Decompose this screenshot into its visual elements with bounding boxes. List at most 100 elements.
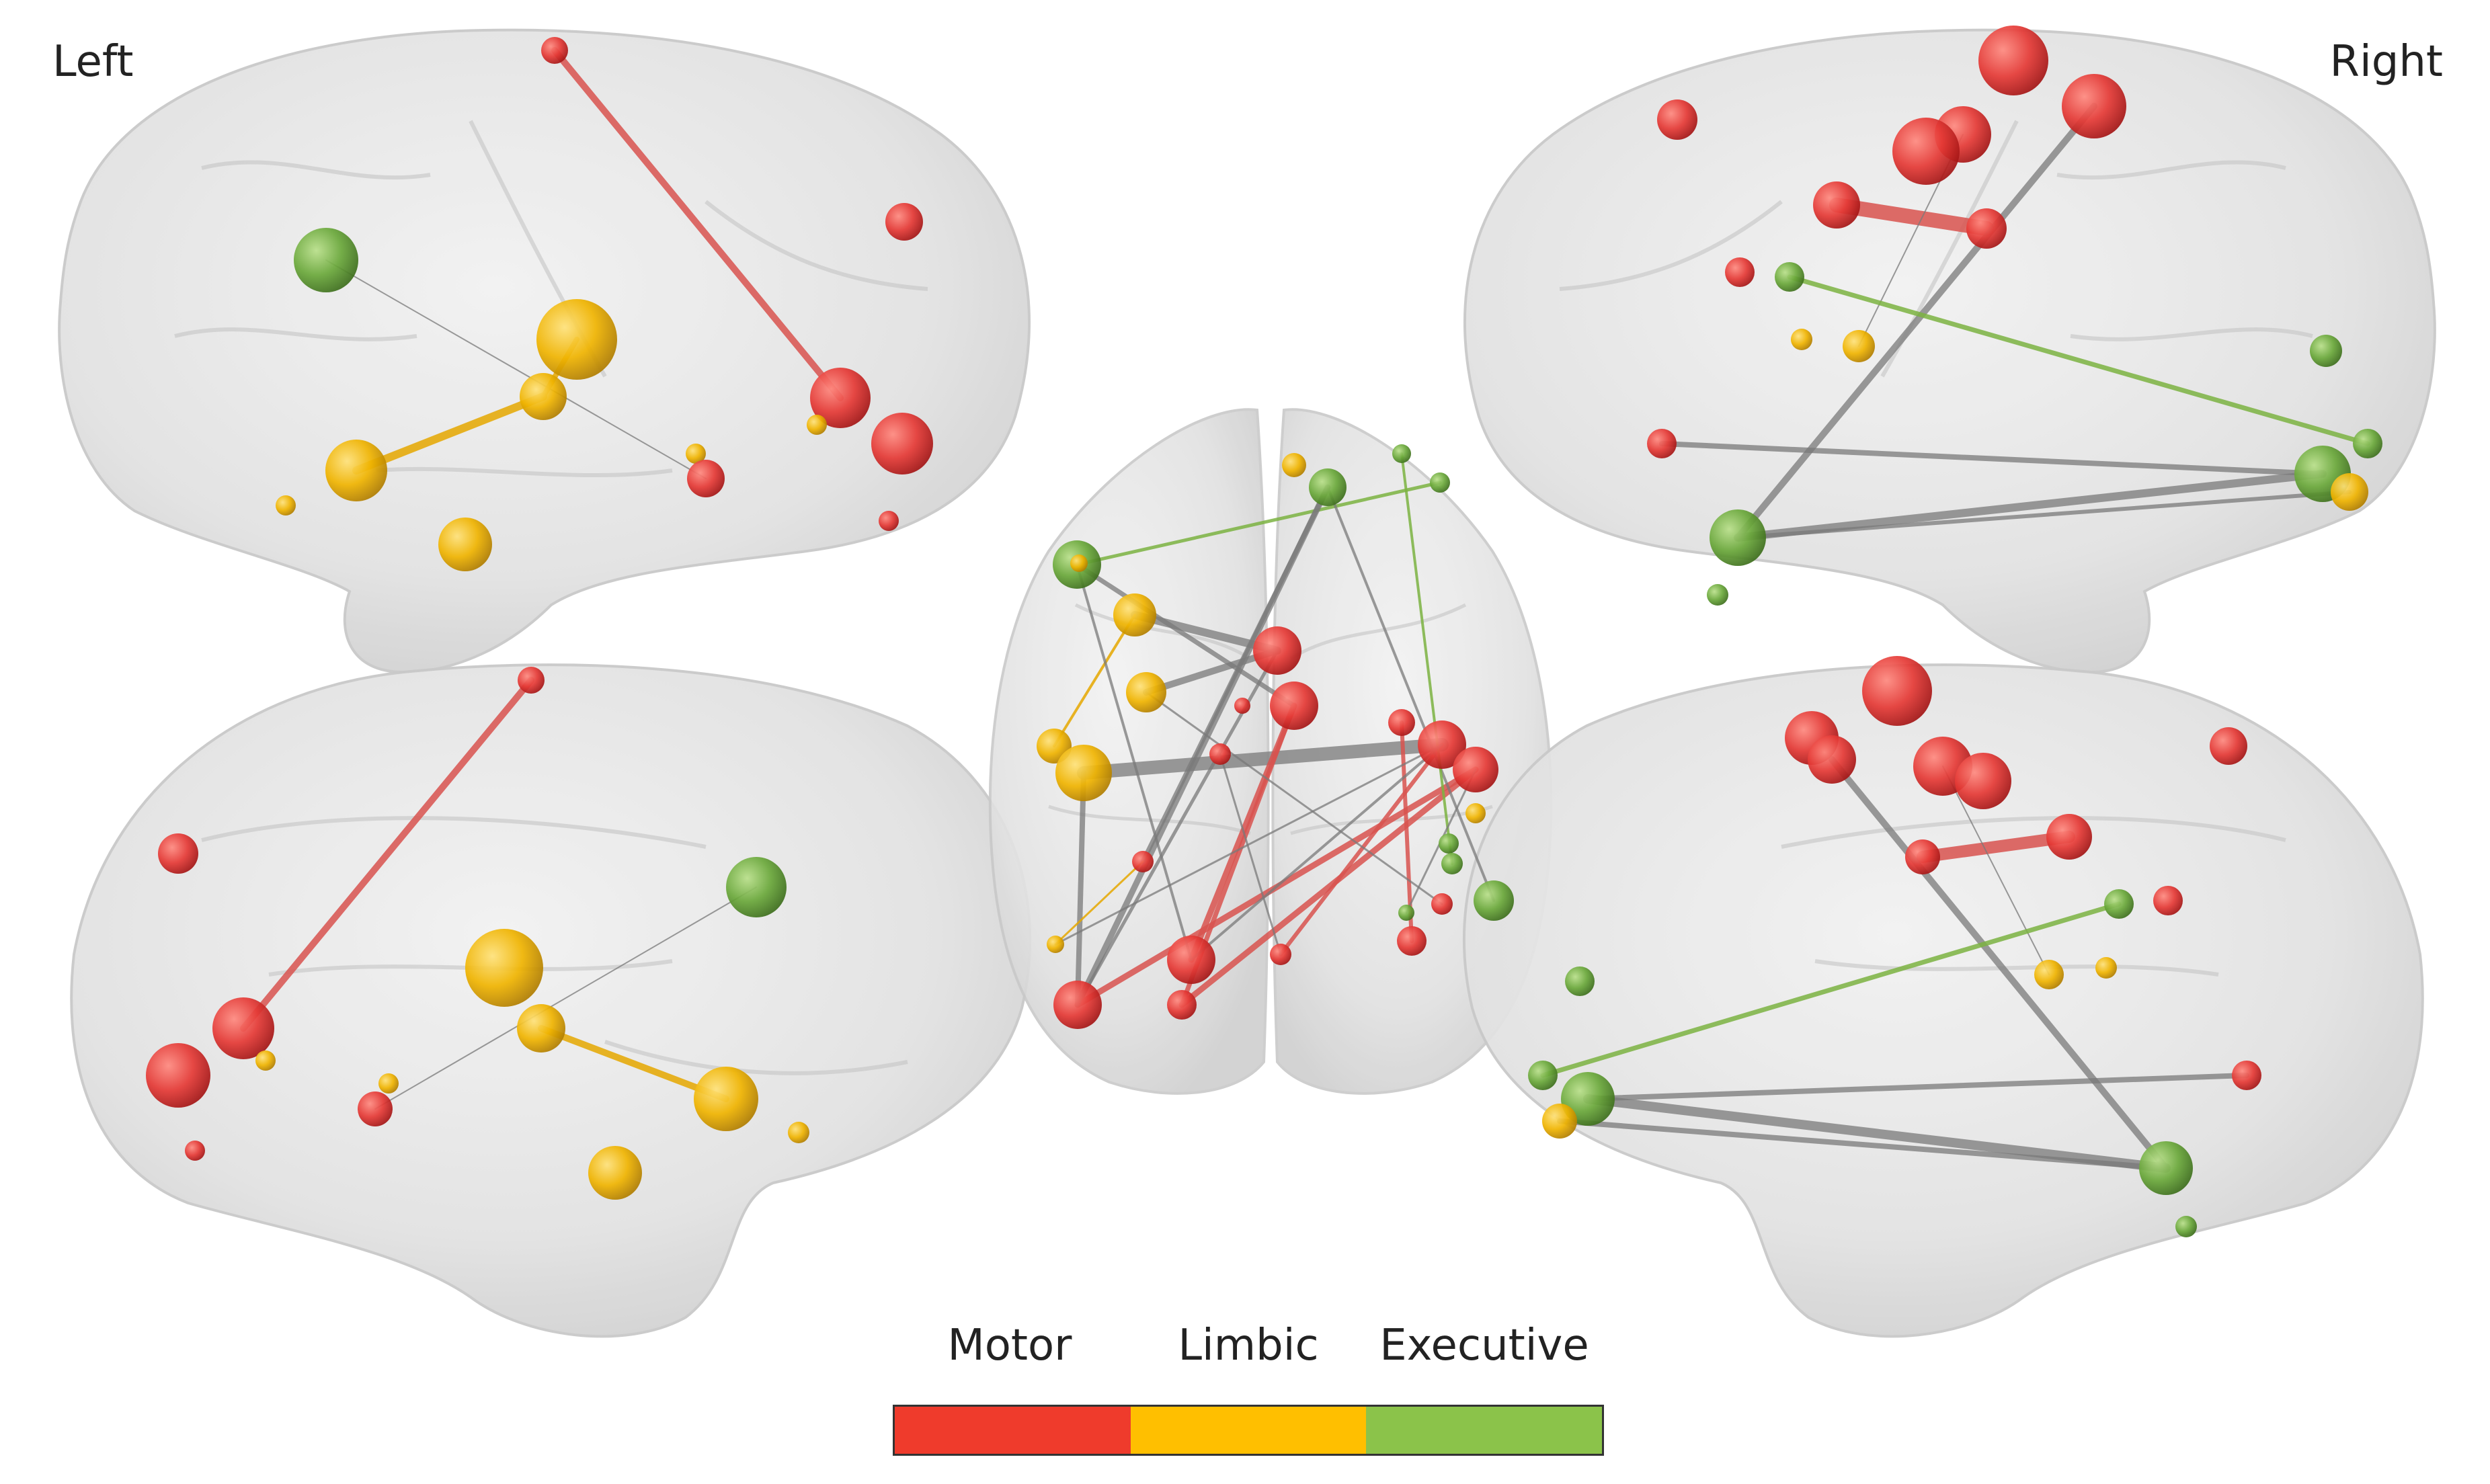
legend-swatch-executive bbox=[1366, 1407, 1603, 1454]
connection-edge bbox=[1131, 611, 1281, 655]
region-node bbox=[541, 37, 568, 64]
connection-edge bbox=[1734, 470, 2327, 542]
region-node bbox=[2331, 473, 2368, 511]
region-node bbox=[1707, 584, 1728, 606]
connection-edge bbox=[352, 393, 547, 475]
connection-edge bbox=[1054, 860, 1144, 946]
legend-colorbar bbox=[893, 1405, 1604, 1456]
region-node bbox=[1209, 743, 1231, 765]
region-node bbox=[885, 203, 923, 241]
region-node bbox=[2310, 335, 2342, 367]
region-node bbox=[255, 1050, 276, 1071]
connection-edge bbox=[1736, 490, 2352, 540]
region-node bbox=[1055, 745, 1112, 801]
connection-edge bbox=[538, 1025, 729, 1102]
region-node bbox=[1966, 208, 2007, 249]
connection-edge bbox=[1140, 485, 1330, 864]
region-node bbox=[358, 1091, 393, 1126]
region-node bbox=[694, 1067, 758, 1131]
region-node bbox=[687, 460, 725, 497]
region-node bbox=[788, 1122, 809, 1143]
region-node bbox=[1474, 880, 1514, 921]
region-node bbox=[726, 857, 787, 917]
region-node bbox=[1431, 893, 1453, 915]
legend-label-executive: Executive bbox=[1379, 1321, 1589, 1370]
region-node bbox=[1132, 851, 1154, 872]
region-node bbox=[2104, 889, 2134, 919]
connection-edge bbox=[1540, 901, 2122, 1078]
region-node bbox=[2062, 74, 2126, 138]
right-hemisphere-label: Right bbox=[2329, 37, 2443, 87]
region-node bbox=[1113, 593, 1156, 636]
region-node bbox=[185, 1141, 205, 1161]
region-node bbox=[1892, 118, 1960, 185]
connection-edge bbox=[1942, 766, 2050, 975]
region-node bbox=[1775, 262, 1804, 292]
connection-edge bbox=[374, 887, 757, 1110]
region-node bbox=[517, 1004, 565, 1053]
region-node bbox=[2139, 1141, 2193, 1195]
region-node bbox=[1905, 839, 1940, 874]
connection-edge bbox=[1326, 486, 1495, 902]
region-node bbox=[1725, 257, 1755, 287]
connection-edge bbox=[325, 259, 707, 479]
region-node bbox=[438, 518, 492, 571]
region-node bbox=[1053, 981, 1102, 1029]
region-node bbox=[146, 1043, 210, 1108]
connection-edge bbox=[1829, 198, 1994, 236]
region-node bbox=[294, 228, 358, 292]
region-node bbox=[1439, 833, 1459, 854]
region-node bbox=[2046, 814, 2092, 860]
region-node bbox=[807, 415, 827, 435]
connection-edge bbox=[1557, 1118, 2169, 1171]
region-node bbox=[1167, 990, 1197, 1020]
region-node bbox=[1843, 330, 1875, 362]
connection-edge bbox=[240, 677, 534, 1032]
region-node bbox=[1955, 753, 2011, 809]
region-node bbox=[518, 667, 545, 694]
region-node bbox=[871, 413, 933, 475]
region-node bbox=[325, 440, 387, 501]
connection-edge bbox=[1400, 452, 1453, 865]
region-node bbox=[1430, 472, 1450, 493]
connection-edge bbox=[1279, 743, 1444, 956]
region-node bbox=[1388, 709, 1415, 736]
brain-surfaces bbox=[58, 28, 2436, 1338]
region-node bbox=[2210, 727, 2247, 765]
connection-edge bbox=[1075, 770, 1086, 1007]
region-node bbox=[1441, 853, 1463, 874]
connection-edge bbox=[1190, 743, 1443, 961]
region-node bbox=[1808, 735, 1856, 784]
region-node bbox=[1565, 966, 1595, 996]
region-node bbox=[1528, 1061, 1558, 1090]
connection-edge bbox=[1585, 1073, 2249, 1102]
region-node bbox=[1047, 936, 1064, 953]
connection-edge bbox=[1145, 691, 1443, 905]
connectivity-edges bbox=[240, 47, 2370, 1173]
region-node bbox=[1167, 936, 1215, 984]
connection-edge bbox=[1219, 753, 1282, 956]
region-node bbox=[1418, 720, 1466, 769]
region-node bbox=[1282, 453, 1306, 477]
left-hemisphere-label: Left bbox=[52, 37, 134, 87]
region-node bbox=[378, 1073, 399, 1094]
region-node bbox=[1542, 1104, 1577, 1139]
connection-edge bbox=[1829, 756, 2169, 1171]
region-node bbox=[686, 444, 706, 464]
region-nodes bbox=[146, 26, 2382, 1237]
legend-label-motor: Motor bbox=[947, 1321, 1072, 1370]
region-node bbox=[158, 833, 198, 874]
legend-swatch-motor bbox=[895, 1407, 1131, 1454]
region-node bbox=[1234, 698, 1250, 714]
region-node bbox=[2153, 886, 2183, 915]
region-node bbox=[520, 373, 567, 420]
region-node bbox=[879, 511, 899, 531]
region-node bbox=[465, 929, 543, 1007]
connection-edge bbox=[1917, 831, 2075, 863]
connection-edge bbox=[1583, 1094, 2171, 1173]
region-node bbox=[1791, 329, 1812, 350]
region-node bbox=[1126, 672, 1166, 712]
region-node bbox=[1710, 509, 1766, 566]
region-node bbox=[2175, 1216, 2197, 1237]
